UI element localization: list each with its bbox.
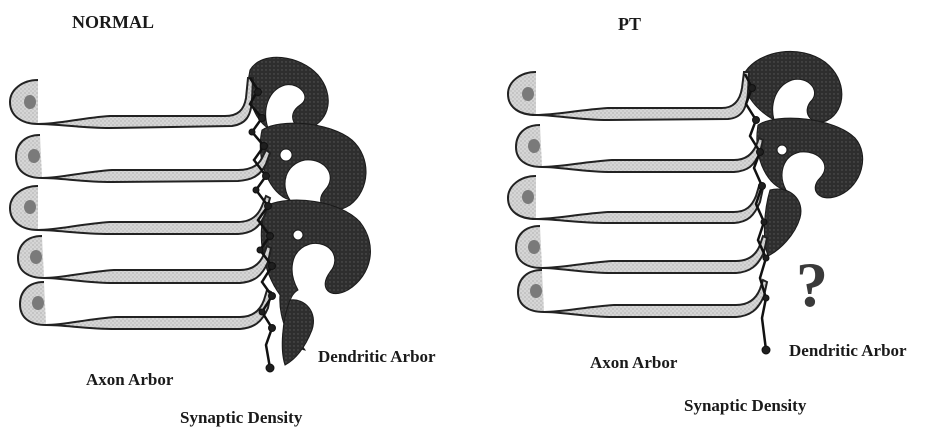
axon-fiber [16, 135, 270, 182]
synaptic-density-label-normal: Synaptic Density [180, 408, 303, 427]
axon-fiber [518, 270, 767, 317]
unknown-question-mark: ? [796, 249, 828, 320]
axon-fiber [516, 125, 763, 172]
panel-title-pt: PT [618, 14, 641, 34]
axon-fiber [20, 282, 271, 329]
axon-arbor-label-pt: Axon Arbor [590, 353, 678, 372]
dendritic-arbor-label-normal: Dendritic Arbor [318, 347, 436, 366]
axon-fiber [508, 72, 749, 120]
axon-fiber [10, 78, 253, 128]
axon-arbor-normal [10, 78, 271, 329]
axon-fiber [10, 186, 270, 234]
axon-fiber [508, 176, 763, 223]
axon-arbor-pt [508, 72, 767, 317]
axon-fiber [18, 236, 271, 283]
synaptic-density-label-pt: Synaptic Density [684, 396, 807, 415]
axon-arbor-label-normal: Axon Arbor [86, 370, 174, 389]
panel-title-normal: NORMAL [72, 12, 154, 32]
axon-fiber [516, 226, 767, 273]
panel-pt: PT [508, 14, 907, 415]
panel-normal: NORMAL [10, 12, 436, 427]
dendritic-arbor-label-pt: Dendritic Arbor [789, 341, 907, 360]
